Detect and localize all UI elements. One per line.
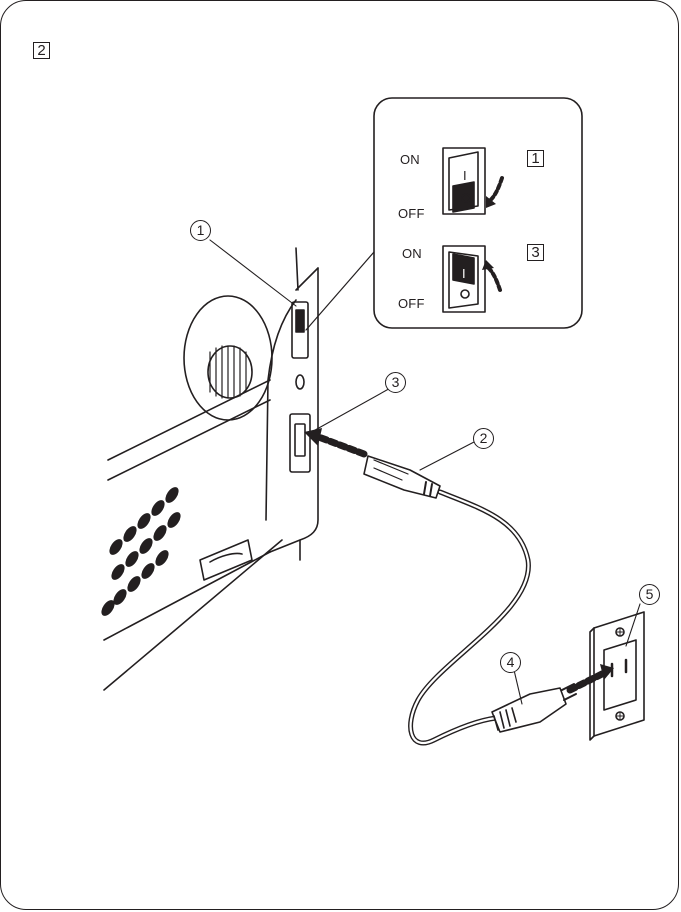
inset-top-on-label: ON [400,152,420,167]
inset-top-off-label: OFF [398,206,425,221]
machine-power-inlet [289,413,311,473]
callout-3-power-inlet: 3 [385,372,406,393]
inset-switch-off: I [442,147,504,215]
figure-step-marker: 2 [33,42,50,59]
machine-body [103,247,319,691]
switch-inset: I I [305,97,583,331]
callout-4-wall-plug: 4 [500,652,521,673]
inset-bottom-on-label: ON [402,246,422,261]
inset-bottom-off-label: OFF [398,296,425,311]
callout-2-machine-plug: 2 [473,428,494,449]
svg-text:I: I [463,168,467,183]
inset-bottom-step: 3 [527,244,544,261]
machine-power-switch [291,301,309,359]
callout-5-wall-outlet: 5 [639,584,660,605]
callout-1-power-switch: 1 [190,220,211,241]
machine-indicator-hole [295,374,305,390]
handle-slot [199,539,253,581]
power-cord [304,428,614,746]
handwheel [183,295,273,421]
inset-top-step: 1 [527,150,544,167]
callout-leaders [209,239,641,705]
inset-switch-on: I [442,245,502,313]
svg-text:I: I [462,266,466,281]
wall-outlet [589,611,645,741]
vent-grille [101,487,181,616]
